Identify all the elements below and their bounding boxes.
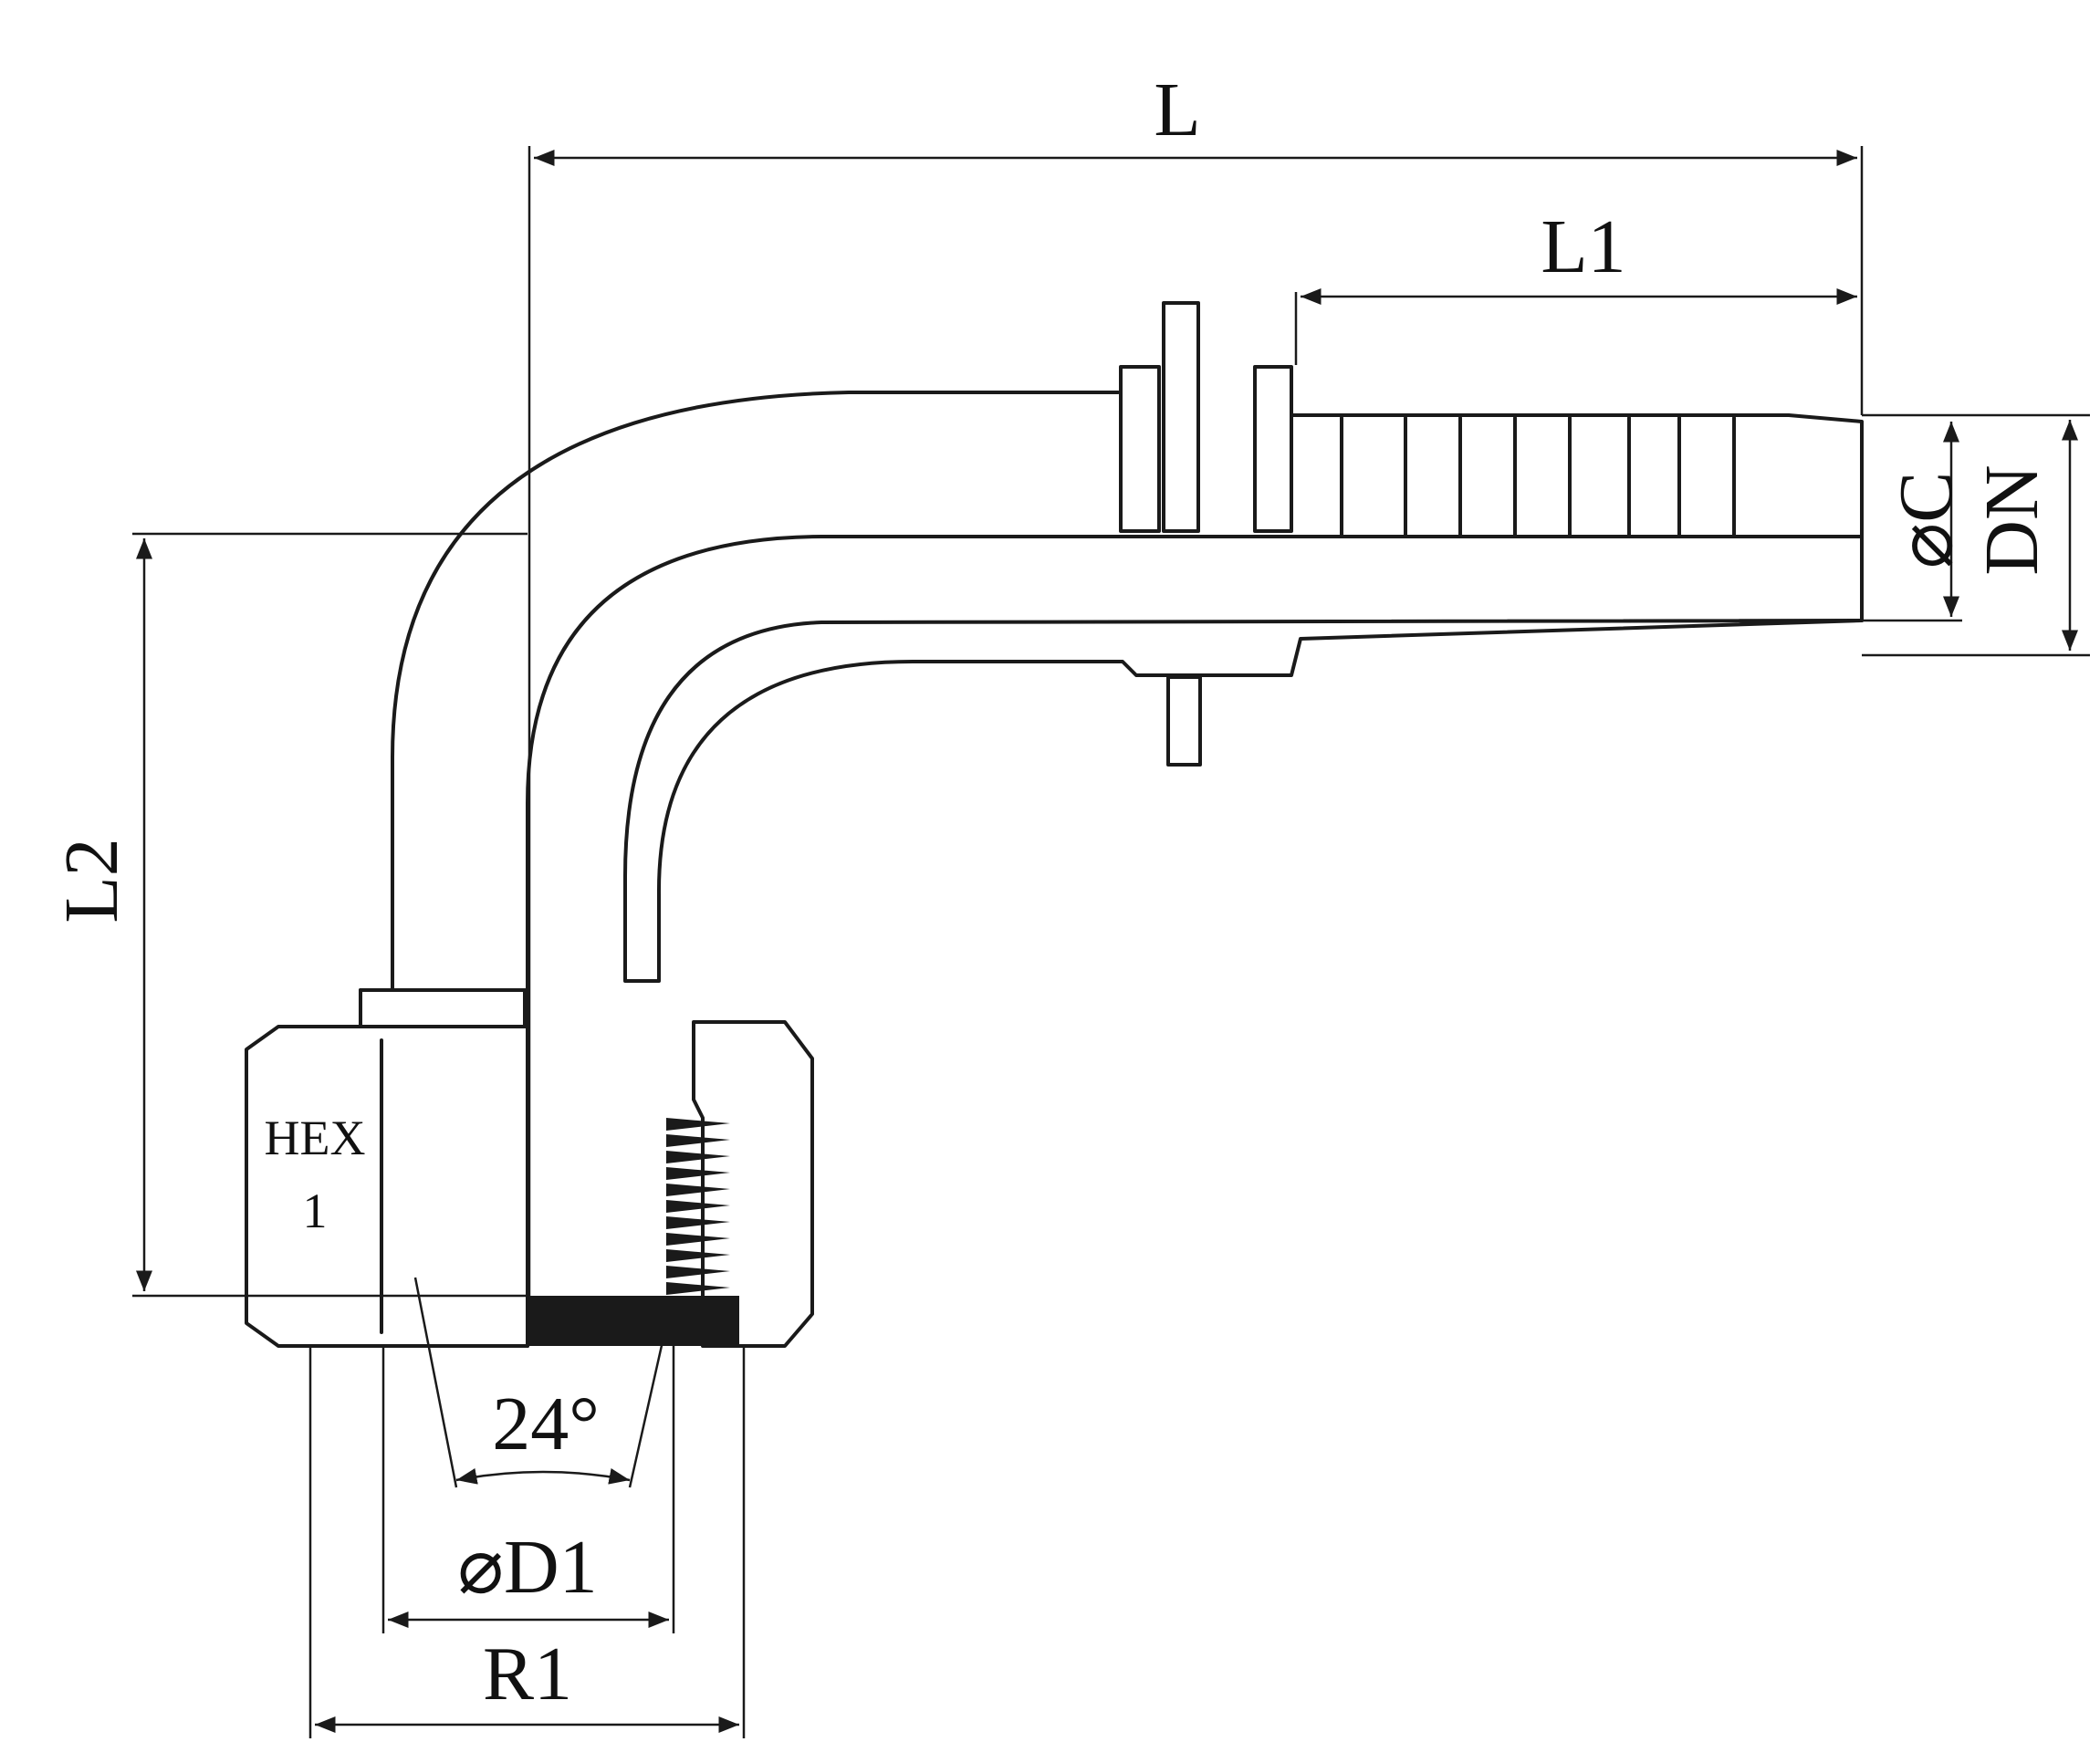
dimensions bbox=[132, 146, 2090, 1738]
thread-root bbox=[528, 1296, 739, 1346]
label-diameter-C: ⌀C bbox=[1884, 472, 1969, 569]
nut-section bbox=[692, 1020, 814, 1348]
thread-tooth bbox=[666, 1134, 730, 1147]
elbow-wall-section bbox=[623, 619, 1864, 983]
thread-tooth bbox=[666, 1167, 730, 1180]
thread-tooth bbox=[666, 1233, 730, 1246]
angle-leg-right bbox=[628, 1304, 673, 1488]
label-hex: HEX bbox=[265, 1111, 366, 1165]
fitting-outline bbox=[245, 301, 1864, 1348]
labels: L L1 L2 ⌀C DN 24° ⌀D1 R1 HEX 1 bbox=[49, 68, 2054, 1716]
thread-tooth bbox=[666, 1118, 730, 1131]
label-DN: DN bbox=[1969, 464, 2054, 575]
thread-tooth bbox=[666, 1200, 730, 1213]
label-diameter-D1: ⌀D1 bbox=[457, 1525, 597, 1610]
hex-nut-outline bbox=[245, 988, 529, 1348]
hex-nut-cap bbox=[359, 988, 527, 1028]
thread-tooth bbox=[666, 1151, 730, 1163]
angle-leg-left bbox=[413, 1277, 458, 1488]
label-hex-number: 1 bbox=[303, 1184, 328, 1238]
thread-block bbox=[528, 1118, 739, 1346]
washer-section bbox=[1166, 675, 1202, 767]
thread-tooth bbox=[666, 1216, 730, 1229]
label-L2: L2 bbox=[49, 838, 134, 923]
label-R1: R1 bbox=[483, 1632, 572, 1716]
outer-bend bbox=[391, 391, 1120, 992]
thread-tooth bbox=[666, 1184, 730, 1196]
bore-bend bbox=[526, 535, 1864, 1348]
thread-tooth bbox=[666, 1282, 730, 1295]
angle-arc bbox=[455, 1467, 631, 1485]
thread-tooth bbox=[666, 1266, 730, 1278]
thread-tooth bbox=[666, 1249, 730, 1262]
label-L1: L1 bbox=[1541, 204, 1625, 289]
hose-tail-outline bbox=[1290, 413, 1864, 622]
collar-plate bbox=[1162, 301, 1200, 533]
collar-left bbox=[1119, 365, 1161, 533]
label-L: L bbox=[1154, 68, 1200, 152]
label-angle: 24° bbox=[492, 1382, 600, 1466]
collar-right bbox=[1253, 365, 1293, 533]
hatched-sections bbox=[623, 619, 1864, 1348]
